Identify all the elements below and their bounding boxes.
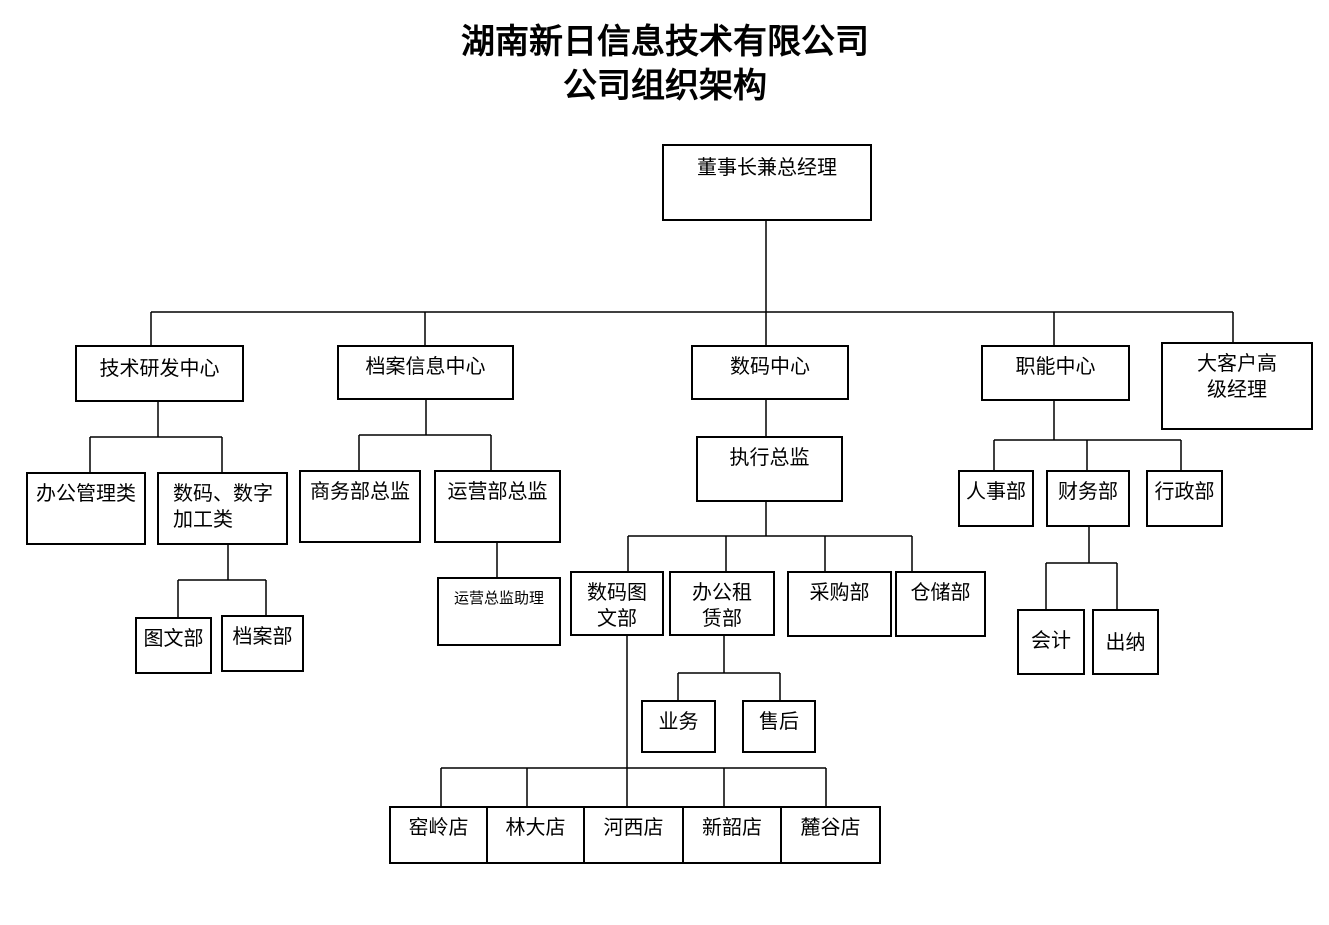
node-archive-center: 档案信息中心 — [337, 345, 514, 400]
node-ceo: 董事长兼总经理 — [662, 144, 872, 221]
node-purchasing-dept: 采购部 — [787, 571, 892, 637]
node-store-hexi: 河西店 — [583, 806, 684, 864]
node-warehouse-dept: 仓储部 — [895, 571, 986, 637]
node-store-xinshao: 新韶店 — [682, 806, 782, 864]
node-accounting: 会计 — [1017, 609, 1085, 675]
node-archives-dept: 档案部 — [221, 615, 304, 672]
chart-subtitle: 公司组织架构 — [563, 66, 767, 106]
node-sales: 业务 — [641, 700, 716, 753]
node-store-lugu: 麓谷店 — [780, 806, 881, 864]
node-operations-assistant: 运营总监助理 — [437, 577, 561, 646]
node-digital-center: 数码中心 — [691, 345, 849, 400]
node-key-account: 大客户高级经理 — [1161, 342, 1313, 430]
node-finance-dept: 财务部 — [1046, 470, 1130, 527]
node-cashier: 出纳 — [1092, 609, 1159, 675]
node-business-director: 商务部总监 — [299, 470, 421, 543]
node-admin-dept: 行政部 — [1146, 470, 1223, 527]
node-office-leasing-dept: 办公租赁部 — [669, 571, 775, 636]
node-after-sales: 售后 — [742, 700, 816, 753]
node-tech-center: 技术研发中心 — [75, 345, 244, 402]
node-digital-graphics-dept: 数码图文部 — [570, 571, 664, 636]
node-office-mgmt: 办公管理类 — [26, 472, 146, 545]
node-store-linda: 林大店 — [486, 806, 585, 864]
node-hr-dept: 人事部 — [958, 470, 1034, 527]
node-function-center: 职能中心 — [981, 345, 1130, 401]
chart-title: 湖南新日信息技术有限公司 — [461, 22, 869, 62]
node-digital-processing: 数码、数字加工类 — [157, 472, 288, 545]
node-store-yaoling: 窑岭店 — [389, 806, 488, 864]
node-graphics: 图文部 — [135, 617, 212, 674]
node-executive-director: 执行总监 — [696, 436, 843, 502]
node-operations-director: 运营部总监 — [434, 470, 561, 543]
